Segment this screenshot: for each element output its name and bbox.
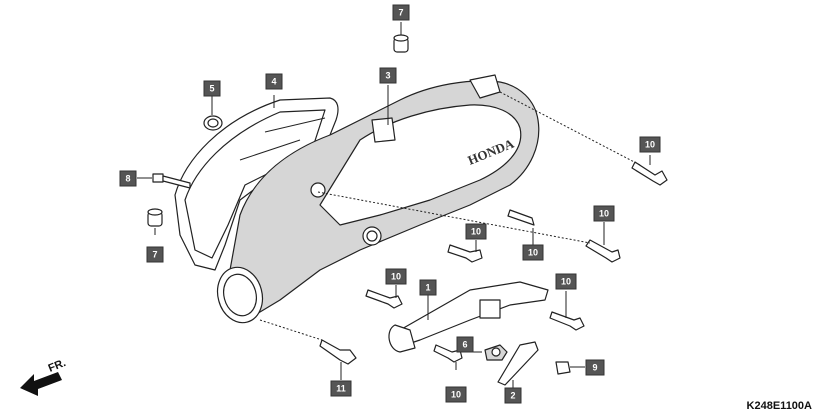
callout-10-g: 10: [445, 386, 467, 403]
callout-4: 4: [265, 73, 283, 90]
svg-text:10: 10: [528, 247, 538, 257]
diagram-code: K248E1100A: [746, 400, 812, 412]
callout-1: 1: [419, 279, 437, 296]
callout-7-upper: 7: [392, 4, 410, 21]
callout-10-d: 10: [465, 223, 487, 240]
svg-text:10: 10: [451, 389, 461, 399]
dowel-pin-lower: [147, 208, 163, 227]
svg-text:9: 9: [592, 362, 597, 372]
bolt-8: [152, 173, 191, 189]
nut-part: [484, 344, 508, 361]
clip-part: [497, 341, 539, 386]
callout-10-c: 10: [593, 205, 615, 222]
callout-3: 3: [379, 67, 397, 84]
svg-text:3: 3: [385, 70, 390, 80]
bolt-shafts: [319, 161, 668, 375]
svg-text:8: 8: [125, 173, 130, 183]
svg-text:10: 10: [391, 271, 401, 281]
svg-text:6: 6: [462, 339, 467, 349]
callout-8: 8: [119, 170, 137, 187]
svg-text:10: 10: [471, 226, 481, 236]
svg-text:10: 10: [599, 208, 609, 218]
dowel-pin-upper: [393, 34, 409, 53]
svg-text:2: 2: [510, 390, 515, 400]
svg-text:5: 5: [209, 83, 214, 93]
left-crankcase-cover: HONDA: [216, 74, 540, 324]
svg-text:10: 10: [645, 139, 655, 149]
front-direction-arrow: FR.: [20, 357, 68, 396]
svg-text:7: 7: [398, 7, 403, 17]
oil-seal-part: [203, 115, 223, 131]
callout-7-lower: 7: [146, 246, 164, 263]
callout-10-f: 10: [555, 273, 577, 290]
svg-text:10: 10: [561, 276, 571, 286]
svg-text:7: 7: [152, 249, 157, 259]
callout-9: 9: [585, 359, 605, 376]
front-direction-label: FR.: [47, 357, 68, 375]
callout-5: 5: [203, 80, 221, 97]
svg-text:1: 1: [425, 282, 430, 292]
callout-6: 6: [456, 336, 474, 353]
bracket-part: [388, 281, 549, 353]
callout-2: 2: [504, 387, 522, 404]
callout-10-e: 10: [385, 268, 407, 285]
callout-10-b: 10: [522, 244, 544, 261]
callout-11: 11: [330, 380, 352, 397]
svg-text:11: 11: [336, 383, 346, 393]
callout-10-a: 10: [639, 136, 661, 153]
svg-text:4: 4: [271, 76, 276, 86]
